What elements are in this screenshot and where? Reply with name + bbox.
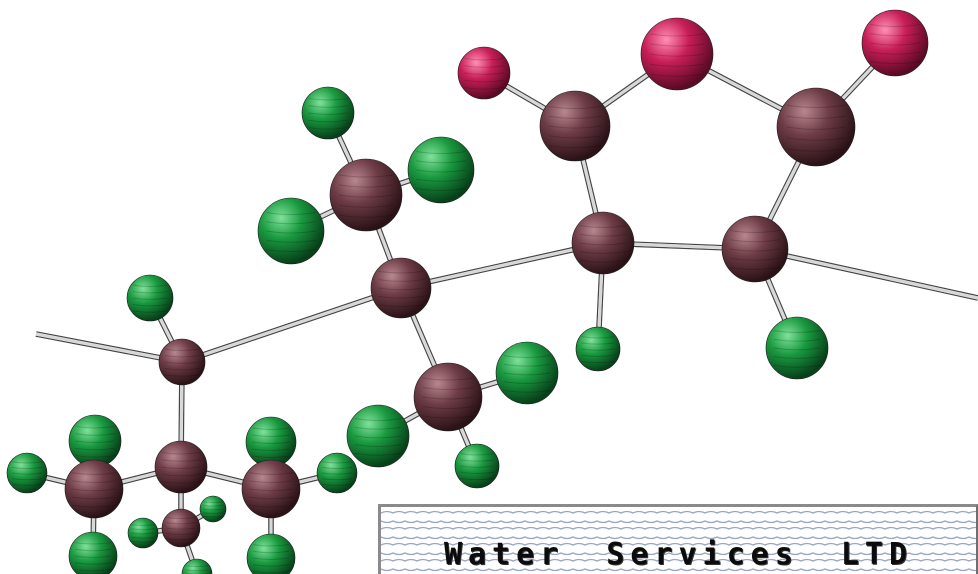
chlorine-atom (346, 404, 410, 468)
bond (181, 286, 402, 364)
wave-line (381, 520, 976, 524)
company-name: Water Services LTD (443, 537, 914, 572)
wave-line (381, 568, 976, 572)
wave-line (381, 536, 976, 540)
chlorine-atom (495, 341, 559, 405)
bond (754, 247, 978, 300)
carbon-atom (413, 362, 483, 432)
wave-line (381, 558, 976, 562)
chlorine-atom (127, 517, 159, 549)
chlorine-atom (575, 326, 621, 372)
chlorine-atom (301, 86, 355, 140)
wave-pattern (381, 510, 976, 572)
wave-line (381, 552, 976, 556)
carbon-atom (154, 440, 208, 494)
wave-line (381, 510, 976, 514)
bond (400, 241, 604, 290)
carbon-atom (329, 158, 403, 232)
chlorine-atom (246, 533, 296, 574)
chlorine-atom (181, 558, 213, 574)
carbon-atom (539, 90, 611, 162)
wave-line (381, 542, 976, 546)
carbon-atom (370, 257, 432, 319)
chlorine-atom (765, 316, 829, 380)
chlorine-atom (68, 531, 118, 574)
wave-line (381, 526, 976, 530)
chlorine-atom (245, 416, 297, 468)
chlorine-atom (316, 452, 358, 494)
carbon-atom (158, 338, 206, 386)
chlorine-atom (407, 136, 475, 204)
carbon-atom (64, 459, 124, 519)
chlorine-atom (199, 495, 227, 523)
chlorine-atom (6, 452, 48, 494)
chlorine-atom (126, 274, 174, 322)
chlorine-atom (68, 414, 122, 468)
oxygen-atom (640, 17, 714, 91)
chlorine-atom (454, 443, 500, 489)
carbon-atom (571, 211, 635, 275)
company-banner: Water Services LTD (378, 504, 978, 574)
atom-group (6, 9, 929, 574)
carbon-atom (776, 87, 856, 167)
carbon-atom (721, 215, 789, 283)
oxygen-atom (861, 9, 929, 77)
carbon-atom (241, 459, 301, 519)
bond (35, 332, 183, 364)
chlorine-atom (257, 197, 325, 265)
oxygen-atom (457, 46, 511, 100)
carbon-atom (161, 508, 201, 548)
